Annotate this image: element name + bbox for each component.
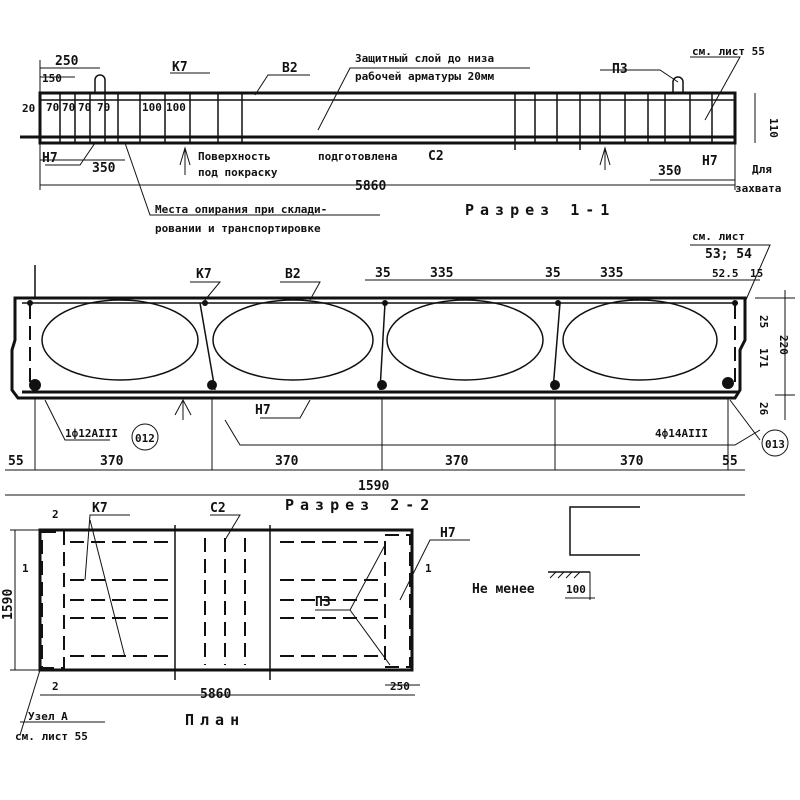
support-arrow-left [179, 146, 191, 175]
dim-26: 26 [757, 402, 770, 416]
dim-350-right: 350 [658, 164, 682, 179]
dim-150: 150 [42, 72, 62, 85]
mark-n7: Н7 [255, 403, 271, 418]
see-sheet-numbers: 53; 54 [705, 247, 752, 262]
dim-70: 70 [62, 101, 75, 114]
support-note-2: ровании и транспортировке [155, 222, 321, 235]
dim-220: 220 [777, 335, 790, 355]
dim-top: 52.5 [712, 267, 739, 280]
dim-100: 100 [142, 101, 162, 114]
mark-c2: С2 [428, 149, 444, 164]
plan-outline [38, 528, 414, 672]
dim-bottom: 370 [100, 454, 124, 469]
surface-note-2: под покраску [198, 166, 278, 179]
see-sheet-55-plan: см. лист 55 [15, 730, 88, 743]
dim-20: 20 [22, 102, 35, 115]
dim-250: 250 [55, 54, 79, 69]
section-2-2: см. лист 53; 54 К7 В2 35 335 35 335 52.5… [5, 230, 795, 514]
dim-100: 100 [166, 101, 186, 114]
lifting-loop-left [94, 74, 106, 93]
see-sheet-55: см. лист 55 [692, 45, 765, 58]
mark-k7: К7 [196, 267, 212, 282]
void-2 [212, 299, 374, 381]
grip-note-1: Для [752, 163, 772, 176]
mark-p3: П3 [612, 62, 628, 77]
min-length-value: 100 [566, 583, 586, 596]
dim-250-plan: 250 [390, 680, 410, 693]
cover-note-2: рабочей арматуры 20мм [355, 70, 494, 83]
section-2-title: Разрез 2-2 [285, 496, 435, 514]
dim-70: 70 [78, 101, 91, 114]
mark-p3: П3 [315, 595, 331, 610]
section-mark-1-right: 1 [425, 562, 432, 575]
void-3 [386, 299, 544, 381]
dim-5860-plan: 5860 [200, 687, 231, 702]
dim-top: 35 [375, 266, 391, 281]
prepared-note: подготовлена [318, 150, 397, 163]
dim-1590-plan: 1590 [1, 589, 16, 620]
dim-70: 70 [46, 101, 59, 114]
dim-top: 15 [750, 267, 763, 280]
min-length-label: Не менее [472, 582, 535, 597]
section-mark-2-bottom: 2 [52, 680, 59, 693]
dim-bottom: 370 [275, 454, 299, 469]
mark-v2: В2 [285, 267, 301, 282]
position-right: 013 [765, 438, 785, 451]
dim-bottom: 55 [8, 454, 24, 469]
dim-bottom: 370 [620, 454, 644, 469]
mark-n7: Н7 [440, 526, 456, 541]
position-circle-right [761, 429, 789, 457]
mark-n7-left: Н7 [42, 151, 58, 166]
section-mark-2-top: 2 [52, 508, 59, 521]
dim-1590: 1590 [358, 479, 389, 494]
slab-outline [10, 296, 747, 400]
mark-n7-right: Н7 [702, 154, 718, 169]
dim-top: 335 [430, 266, 453, 281]
node-a-label: Узел А [28, 710, 68, 723]
support-arrow-right [599, 146, 611, 170]
dim-110: 110 [767, 118, 780, 138]
dim-bottom: 55 [722, 454, 738, 469]
cover-note-1: Защитный слой до низа [355, 52, 494, 65]
position-left: 012 [135, 432, 155, 445]
stirrups [59, 93, 713, 150]
mark-k7: К7 [92, 501, 108, 516]
grip-note-2: захвата [735, 182, 781, 195]
dim-171: 171 [757, 348, 770, 368]
support-detail: Не менее 100 [472, 506, 640, 600]
rebar-left-label: 1ф12АIII [65, 427, 118, 440]
dim-25: 25 [757, 315, 770, 328]
void-4 [562, 299, 718, 381]
mark-c2: С2 [210, 501, 226, 516]
dim-350-left: 350 [92, 161, 116, 176]
section-1-title: Разрез 1-1 [465, 201, 615, 219]
dim-top: 335 [600, 266, 623, 281]
plan-title: План [185, 711, 245, 729]
rebar-right-label: 4ф14АIII [655, 427, 708, 440]
surface-note-1: Поверхность [198, 150, 271, 163]
position-circle-left [131, 423, 159, 451]
void-1 [41, 299, 199, 381]
dim-70: 70 [97, 101, 110, 114]
mark-k7: К7 [172, 60, 188, 75]
section-mark-1-left: 1 [22, 562, 29, 575]
dim-top: 35 [545, 266, 561, 281]
support-note-1: Места опирания при склади- [155, 203, 327, 216]
dim-bottom: 370 [445, 454, 469, 469]
plan-view: 1590 2 2 1 1 К7 С2 П3 Н7 5860 250 Узел А… [1, 501, 470, 743]
section-1-1: 250 150 20 70 70 70 70 100 100 К7 В2 Защ… [20, 45, 781, 235]
see-sheet-label: см. лист [692, 230, 745, 243]
mark-v2: В2 [282, 61, 298, 76]
lifting-loop-right [672, 76, 684, 93]
dim-5860: 5860 [355, 179, 386, 194]
